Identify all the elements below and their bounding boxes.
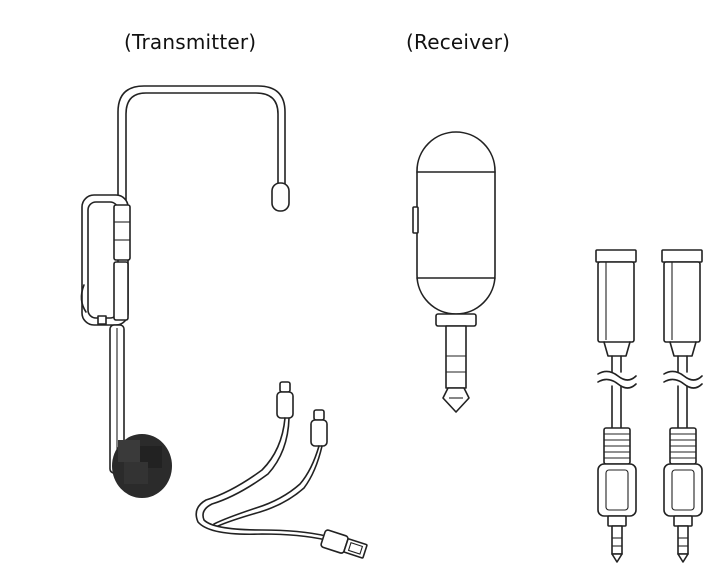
adapter-cable-left bbox=[595, 249, 637, 563]
wireless-receiver bbox=[412, 131, 496, 413]
usb-charging-cable bbox=[195, 381, 368, 559]
transmitter-label: (Transmitter) bbox=[124, 30, 257, 54]
headset-transmitter bbox=[80, 85, 290, 498]
adapter-cable-right bbox=[661, 249, 703, 563]
receiver-label: (Receiver) bbox=[406, 30, 511, 54]
